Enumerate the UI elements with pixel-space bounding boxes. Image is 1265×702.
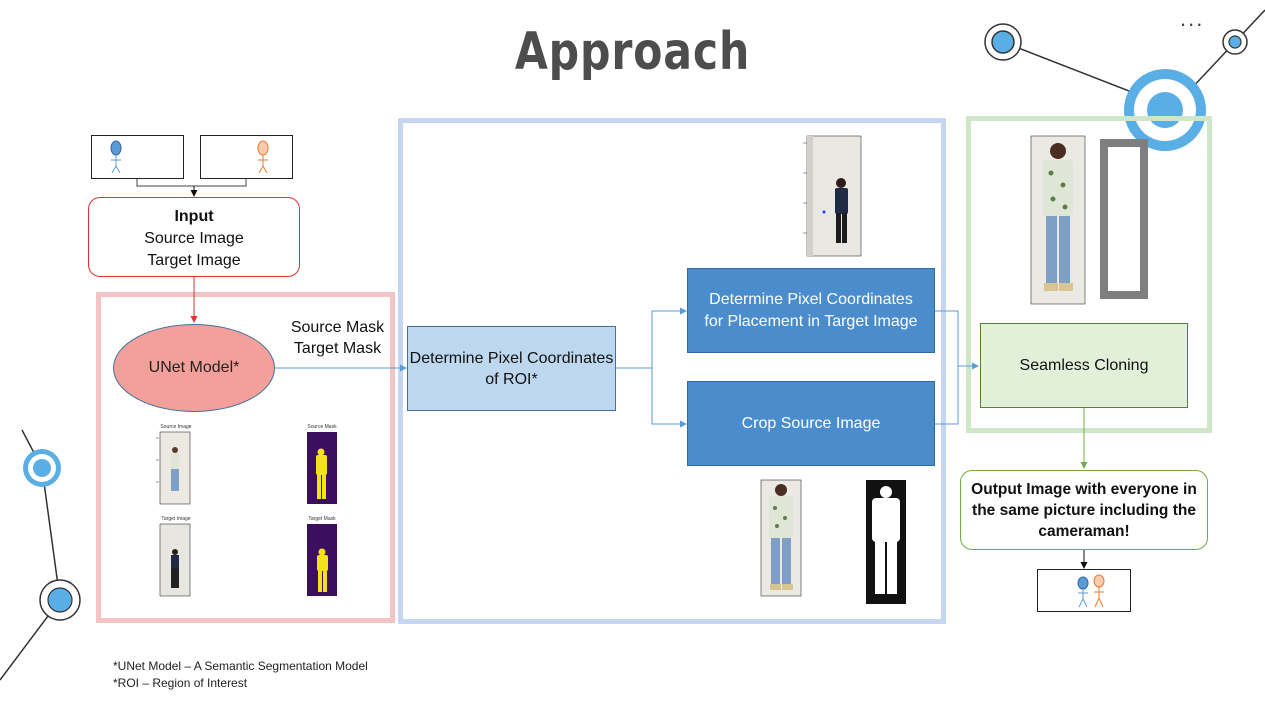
cropped-mask-plot	[866, 480, 906, 604]
two-stick-figures-icon	[1077, 574, 1105, 608]
cropped-source-plot	[760, 479, 802, 597]
target-image-plot-title: Target Image	[161, 516, 191, 522]
target-image-plot: Target Image	[150, 516, 202, 608]
circle-node-icon	[39, 579, 81, 621]
input-box: Input Source Image Target Image	[88, 197, 300, 277]
target-mask-photo	[307, 524, 337, 596]
footnote-roi: *ROI – Region of Interest	[113, 676, 248, 690]
output-thumbnail	[1037, 569, 1131, 612]
source-image-photo	[156, 431, 191, 505]
unet-model-node: UNet Model*	[113, 324, 275, 412]
segmentation-group-frame	[96, 292, 395, 623]
unet-model-label: UNet Model*	[148, 359, 240, 376]
target-mask-label: Target Mask	[293, 340, 382, 357]
roi-coordinates-label: Determine Pixel Coordinates of ROI*	[409, 349, 614, 388]
input-source-label: Source Image	[144, 230, 244, 247]
placement-coordinates-label: Determine Pixel Coordinates for Placemen…	[704, 290, 918, 330]
target-thumbnail	[200, 135, 293, 179]
crop-source-label: Crop Source Image	[741, 414, 881, 432]
stick-figure-orange-icon	[257, 140, 269, 174]
source-thumbnail	[91, 135, 184, 179]
target-mask-plot: Target Mask	[297, 516, 347, 608]
stick-figure-blue-icon	[110, 140, 122, 174]
input-heading: Input	[174, 208, 214, 225]
target-mask-plot-title: Target Mask	[308, 516, 336, 522]
output-label: Output Image with everyone in the same p…	[971, 481, 1197, 540]
source-image-plot: Source Image	[150, 424, 202, 516]
output-box: Output Image with everyone in the same p…	[960, 470, 1208, 550]
cloning-group-frame	[966, 116, 1212, 433]
source-image-plot-title: Source Image	[160, 424, 192, 430]
cloned-person-plot	[1030, 135, 1086, 305]
target-image-photo	[159, 523, 191, 597]
circle-node-icon	[1222, 29, 1248, 55]
circle-node-icon	[984, 23, 1022, 61]
circle-node-icon	[23, 449, 61, 487]
footnote-unet: *UNet Model – A Semantic Segmentation Mo…	[113, 659, 368, 673]
target-placement-plot	[803, 135, 862, 257]
source-mask-plot-title: Source Mask	[307, 424, 337, 430]
more-options-icon[interactable]: ...	[1180, 6, 1205, 31]
slide-title: Approach	[514, 22, 751, 82]
input-target-label: Target Image	[147, 252, 241, 269]
mask-output-label: Source Mask Target Mask	[280, 317, 395, 359]
placement-coordinates-box: Determine Pixel Coordinates for Placemen…	[687, 268, 935, 353]
cloned-mask-plot	[1100, 139, 1148, 299]
roi-coordinates-box: Determine Pixel Coordinates of ROI*	[407, 326, 616, 411]
source-mask-label: Source Mask	[290, 319, 385, 336]
seamless-cloning-label: Seamless Cloning	[1019, 356, 1149, 374]
crop-source-box: Crop Source Image	[687, 381, 935, 466]
source-mask-plot: Source Mask	[297, 424, 347, 516]
seamless-cloning-box: Seamless Cloning	[980, 323, 1188, 408]
source-mask-photo	[307, 432, 337, 504]
